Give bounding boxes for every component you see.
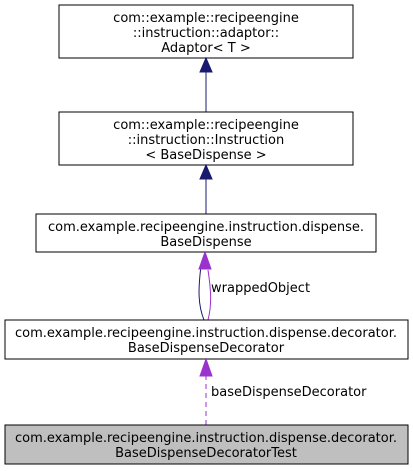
usage-arrowhead-icon: [198, 250, 212, 270]
edge-decorator-wrapped-object: wrappedObject: [198, 250, 310, 321]
edge-basedispense-to-instruction: [199, 163, 213, 214]
node-base-dispense-decorator-test[interactable]: com.example.recipeengine.instruction.dis…: [4, 424, 409, 465]
node-base-dispense-decorator[interactable]: com.example.recipeengine.instruction.dis…: [4, 319, 409, 360]
node-base-dispense-decorator-line-2: BaseDispenseDecorator: [128, 341, 285, 356]
node-base-dispense-decorator-test-line-1: com.example.recipeengine.instruction.dis…: [15, 431, 397, 446]
edge-decorator-to-basedispense-inheritance-line: [198, 265, 205, 321]
node-adaptor-line-2: ::instruction::adaptor::: [133, 26, 279, 41]
node-adaptor-line-3: Adaptor< T >: [161, 41, 251, 56]
inheritance-arrowhead-icon: [199, 56, 213, 73]
edge-test-to-decorator: baseDispenseDecorator: [199, 357, 367, 425]
edge-instruction-to-adaptor: [199, 56, 213, 112]
node-base-dispense-line-1: com.example.recipeengine.instruction.dis…: [48, 220, 364, 235]
node-instruction[interactable]: com::example::recipeengine ::instruction…: [58, 111, 354, 166]
node-instruction-box: [58, 111, 354, 166]
node-instruction-line-1: com::example::recipeengine: [113, 118, 299, 133]
edge-decorator-wrapped-object-line: [207, 269, 212, 321]
node-base-dispense-decorator-line-1: com.example.recipeengine.instruction.dis…: [15, 326, 397, 341]
node-base-dispense-box: [35, 213, 377, 253]
node-base-dispense[interactable]: com.example.recipeengine.instruction.dis…: [35, 213, 377, 253]
node-instruction-line-3: < BaseDispense >: [145, 148, 266, 163]
inheritance-arrowhead-icon: [199, 163, 213, 180]
edge-label-wrapped-object: wrappedObject: [211, 281, 310, 296]
node-base-dispense-line-2: BaseDispense: [160, 235, 251, 250]
node-adaptor[interactable]: com::example::recipeengine ::instruction…: [58, 4, 354, 59]
edge-decorator-to-basedispense-inheritance: [198, 265, 205, 321]
node-instruction-line-2: ::instruction::Instruction: [128, 133, 284, 148]
node-base-dispense-decorator-test-line-2: BaseDispenseDecoratorTest: [115, 446, 297, 461]
usage-arrowhead-icon: [199, 357, 213, 377]
edge-label-base-dispense-decorator: baseDispenseDecorator: [211, 385, 367, 400]
node-adaptor-box: [58, 4, 354, 59]
node-base-dispense-decorator-test-box: [4, 424, 409, 465]
node-adaptor-line-1: com::example::recipeengine: [113, 11, 299, 26]
